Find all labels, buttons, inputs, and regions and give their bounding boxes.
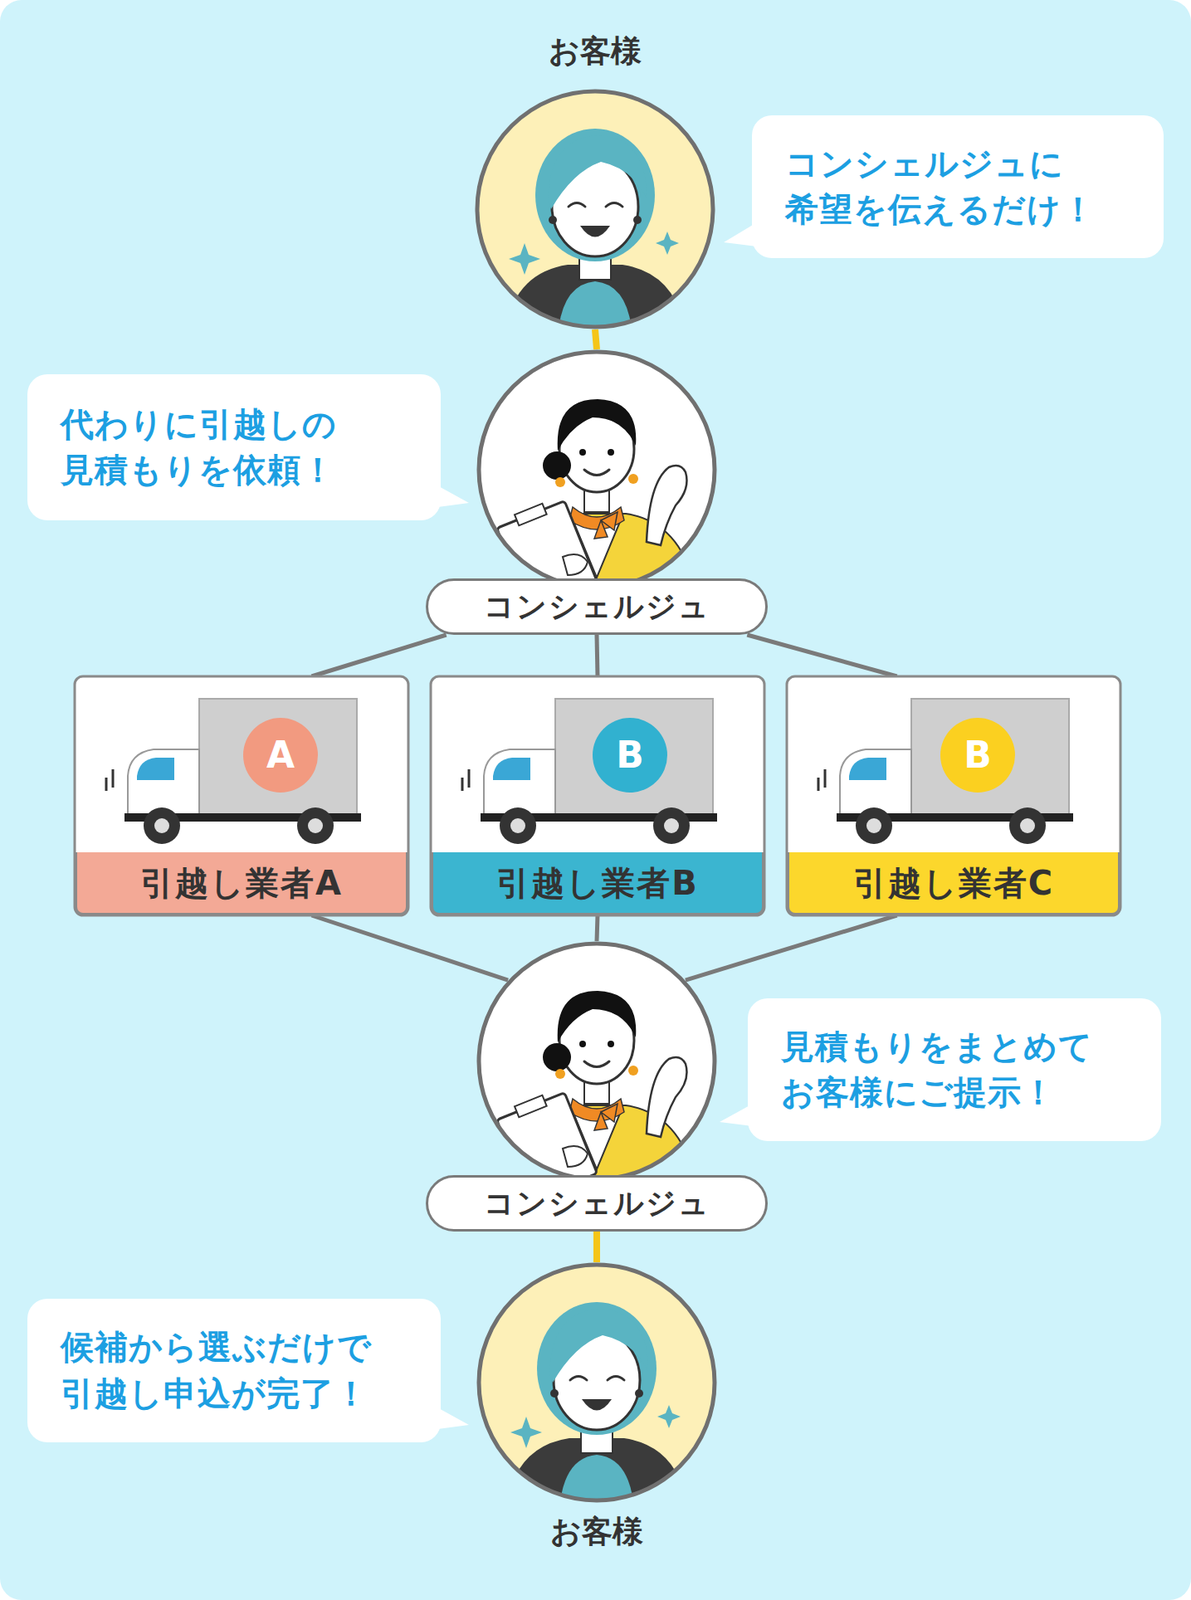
cust-node: お客様: [474, 88, 716, 330]
speech-text: 見積もりをまとめて お客様にご提示！: [780, 1024, 1128, 1116]
company-band: 引越し業者C: [786, 852, 1121, 916]
connector-line: [596, 915, 598, 942]
connector-stroke: [311, 634, 446, 677]
connector-line: [311, 634, 446, 677]
truck-node: B 引越し業者C: [786, 676, 1121, 916]
connector-stroke: [746, 634, 897, 677]
connector-stroke: [593, 1231, 601, 1263]
connector-line: [596, 1231, 598, 1263]
cust-node: お客様: [476, 1262, 718, 1504]
connector-line: [685, 915, 898, 981]
connector-stroke: [596, 915, 598, 942]
truck-badge: B: [592, 717, 668, 793]
company-band: 引越し業者B: [430, 852, 765, 916]
conc-node: コンシェルジュ: [425, 349, 768, 635]
connector-line: [595, 329, 597, 350]
role-pill: コンシェルジュ: [425, 578, 768, 635]
connector-stroke: [595, 329, 597, 350]
bubble-node: 候補から選ぶだけで 引越し申込が完了！: [27, 1298, 441, 1443]
bubble-node: コンシェルジュに 希望を伝えるだけ！: [751, 115, 1164, 259]
connector-stroke: [311, 915, 508, 981]
connector-line: [596, 634, 598, 677]
speech-text: コンシェルジュに 希望を伝えるだけ！: [785, 141, 1131, 233]
speech-text: 代わりに引越しの 見積もりを依頼！: [60, 401, 408, 493]
role-pill: コンシェルジュ: [425, 1175, 768, 1232]
company-band: 引越し業者A: [74, 852, 409, 916]
truck-badge: B: [940, 717, 1016, 793]
customer-label: お客様: [424, 30, 766, 73]
bubble-node: 代わりに引越しの 見積もりを依頼！: [27, 374, 441, 521]
bubble-node: 見積もりをまとめて お客様にご提示！: [747, 998, 1162, 1142]
connector-stroke: [596, 634, 598, 677]
connector-stroke: [685, 915, 898, 981]
truck-node: B 引越し業者B: [430, 676, 765, 916]
speech-text: 候補から選ぶだけで 引越し申込が完了！: [60, 1324, 408, 1416]
conc-node: コンシェルジュ: [425, 941, 768, 1232]
truck-node: A 引越し業者A: [74, 676, 409, 916]
connector-line: [311, 915, 508, 981]
customer-label: お客様: [426, 1511, 767, 1553]
truck-badge: A: [243, 717, 318, 793]
connector-line: [746, 634, 897, 677]
